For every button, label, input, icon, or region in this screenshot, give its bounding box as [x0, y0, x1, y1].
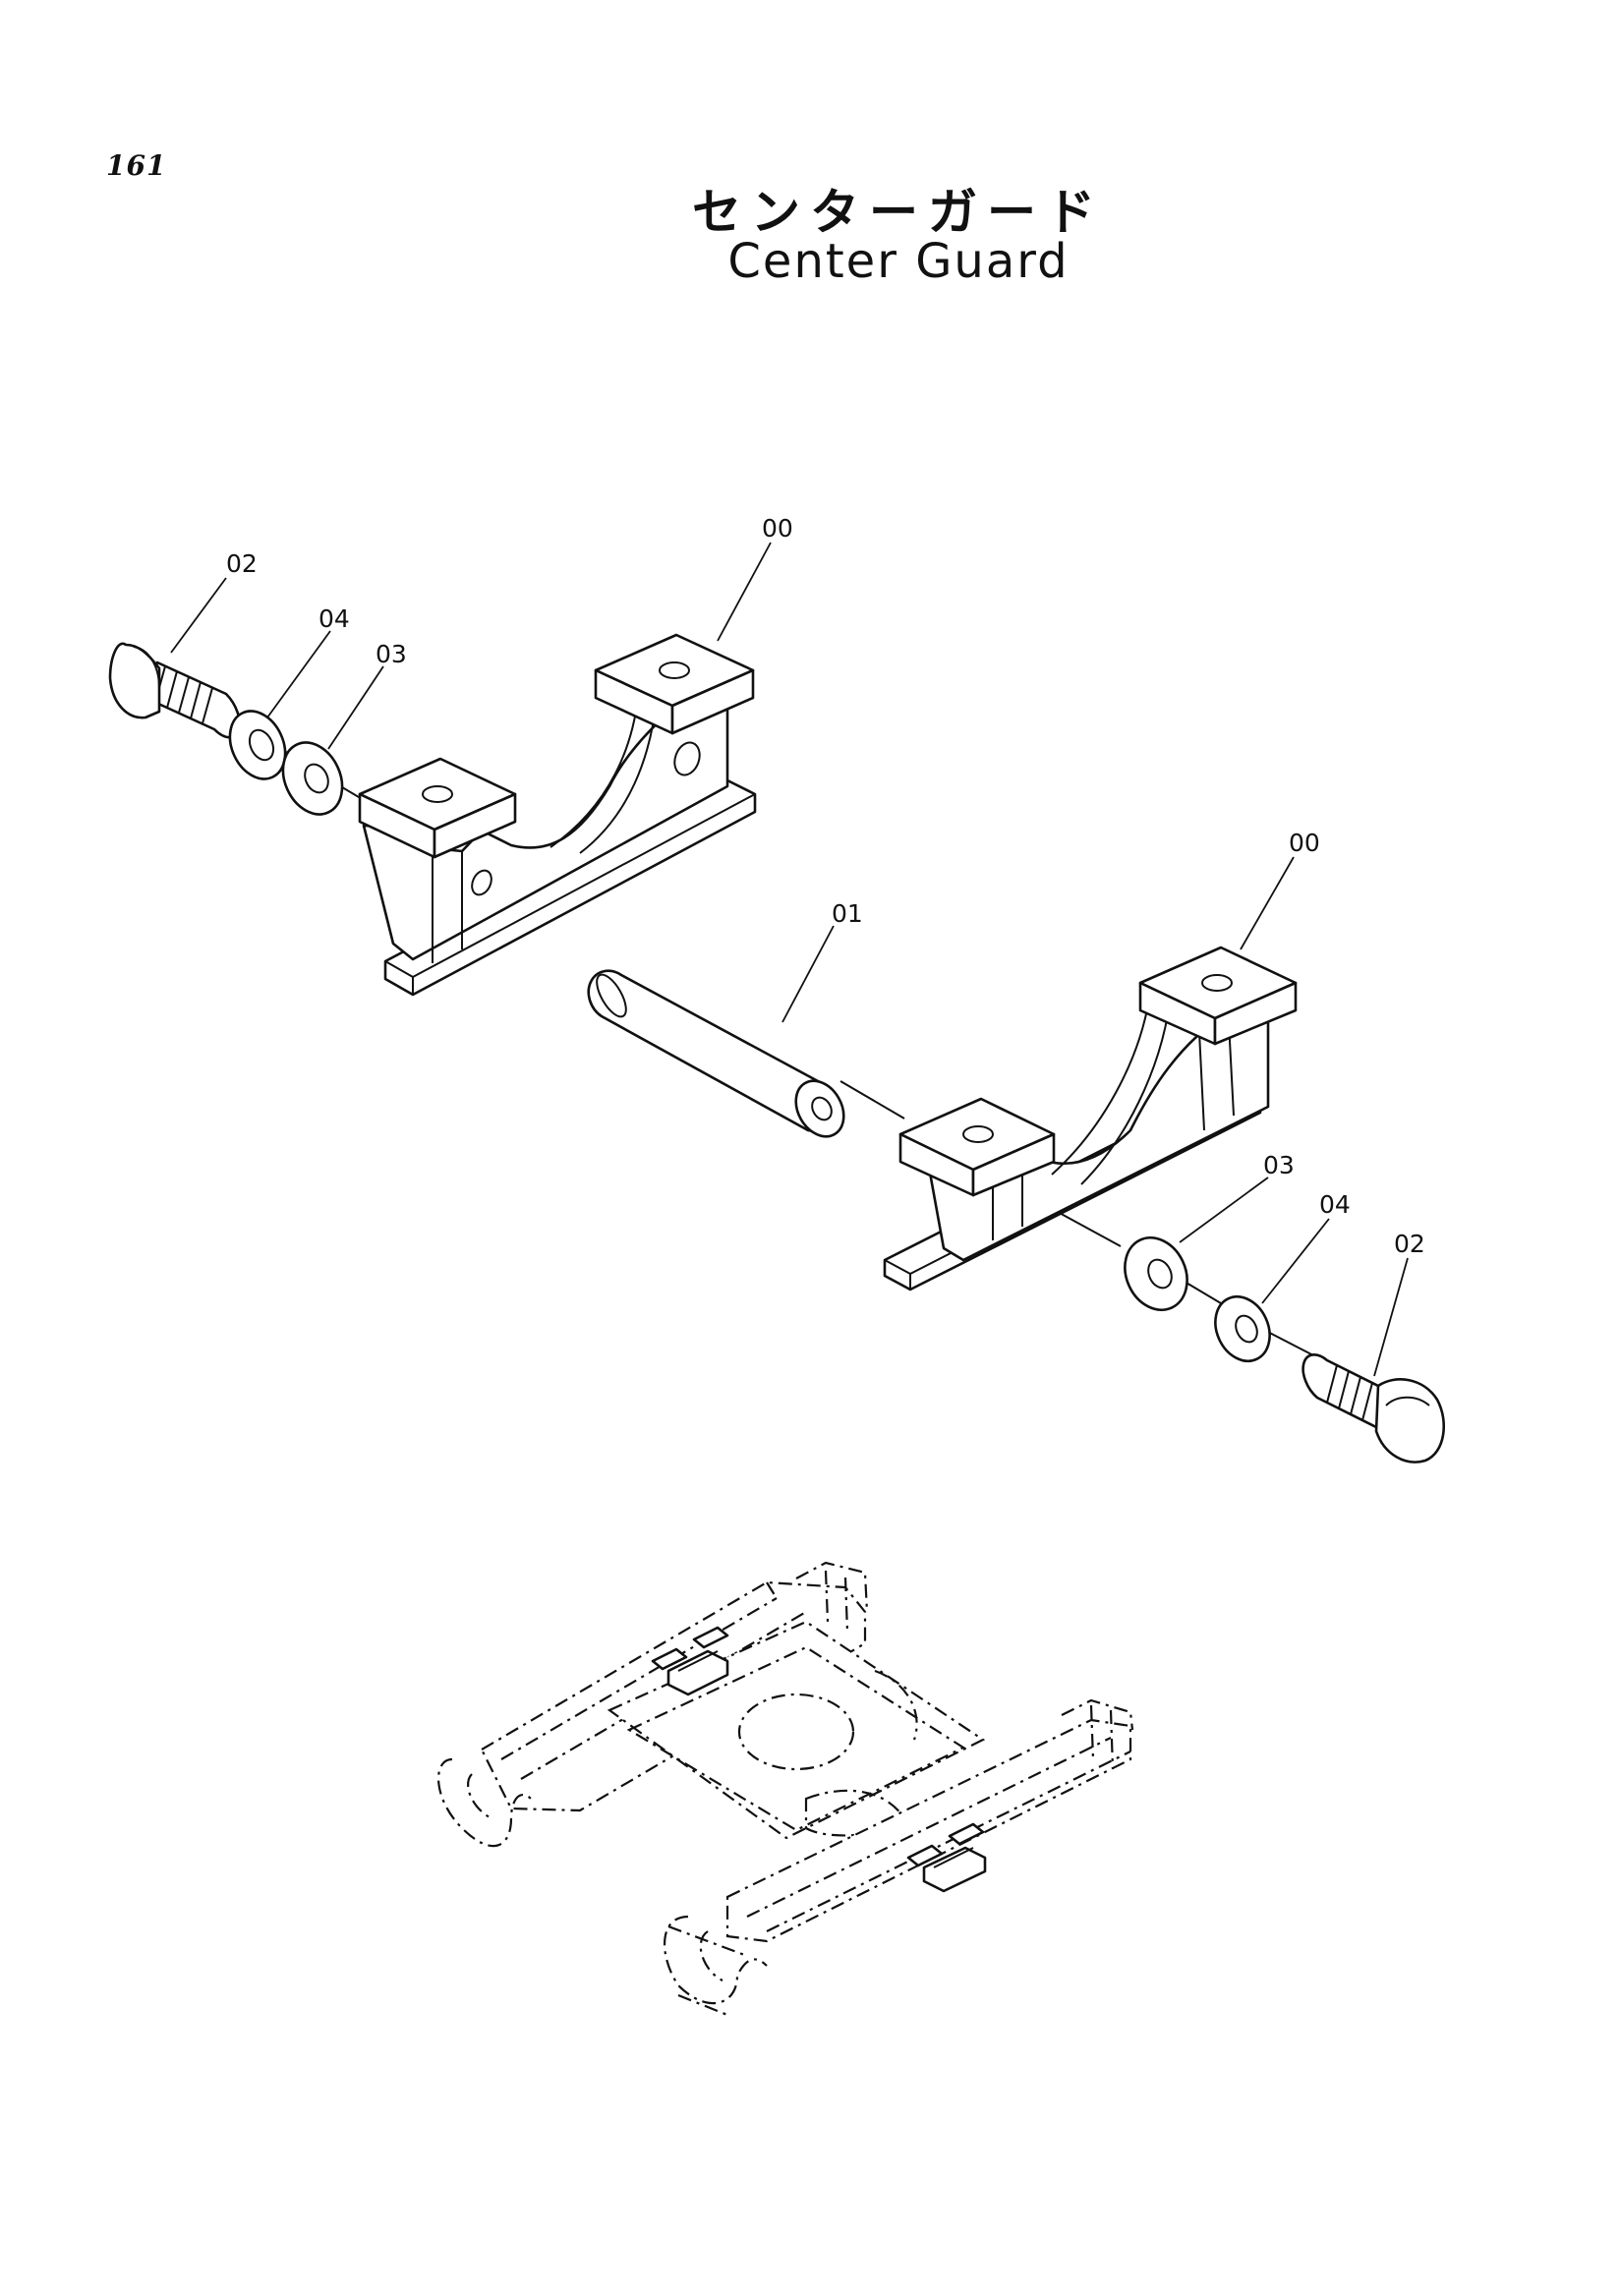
- callout-lock-washer-left: 04: [318, 604, 350, 633]
- callout-pin: 01: [832, 899, 863, 928]
- callout-lock-washer-right: 04: [1319, 1190, 1351, 1219]
- callout-labels: 02 04 03 00 01 00 03 04 02: [226, 514, 1425, 1258]
- washer-left: [281, 741, 344, 816]
- washer-right: [1124, 1236, 1188, 1311]
- callout-washer-left: 03: [376, 640, 407, 668]
- center-guard-location-lower: [906, 1822, 987, 1893]
- callout-bolt-left: 02: [226, 549, 258, 578]
- center-guard-upper: [358, 633, 757, 997]
- page-title-japanese: センターガード: [692, 184, 1105, 241]
- callout-center-guard-lower: 00: [1289, 829, 1320, 857]
- bolt-left: [108, 642, 242, 739]
- center-guard-lower: [883, 946, 1298, 1292]
- bolt-right: [1302, 1353, 1445, 1464]
- lock-washer-left: [228, 710, 287, 780]
- pin: [587, 969, 845, 1138]
- callout-washer-right: 03: [1263, 1151, 1295, 1179]
- leader-lines: [170, 542, 1409, 1377]
- page-title-english: Center Guard: [727, 234, 1070, 289]
- callout-center-guard-upper: 00: [762, 514, 793, 543]
- page-number: 161: [106, 149, 167, 182]
- center-guard-location-upper: [651, 1626, 729, 1696]
- undercarriage-location-sketch: [436, 1561, 1134, 2017]
- callout-bolt-right: 02: [1394, 1230, 1425, 1258]
- lock-washer-right: [1214, 1294, 1271, 1363]
